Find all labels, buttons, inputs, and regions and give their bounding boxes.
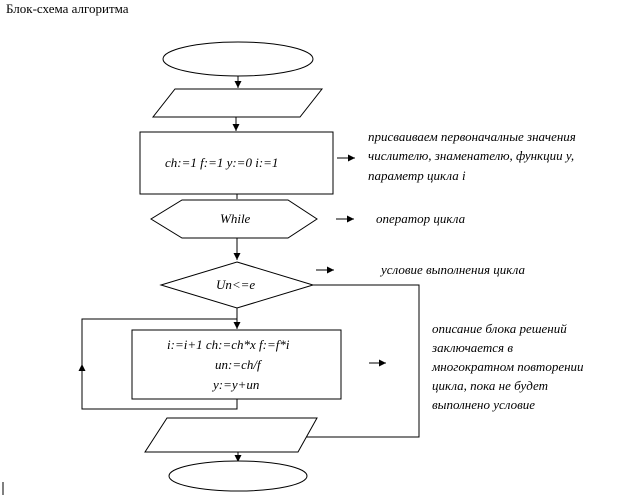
init-note-line3: параметр цикла i: [368, 168, 466, 183]
body-note-line2: заключается в: [431, 340, 513, 355]
loop-block-text: While: [220, 211, 251, 226]
loop-back-line: [81, 318, 238, 410]
input-block: [151, 88, 324, 118]
start-terminator: [162, 41, 314, 77]
condition-block-text: Un<=e: [216, 277, 255, 292]
body-note-line4: цикла, пока не будет: [432, 378, 548, 393]
output-block: [144, 417, 318, 453]
loop-block: [150, 199, 318, 239]
condition-note: условие выполнения цикла: [379, 262, 525, 277]
connector-condition-exit: [298, 284, 420, 441]
end-terminator: [168, 460, 308, 492]
body-note-line1: описание блока решений: [432, 321, 567, 336]
init-note-line2: числителю, знаменателю, функции y,: [368, 148, 574, 163]
init-block-text: ch:=1 f:=1 y:=0 i:=1: [165, 155, 278, 170]
body-block-line1: i:=i+1 ch:=ch*x f:=f*i: [167, 337, 290, 352]
init-note-line1: присваиваем первоначалные значения: [368, 129, 576, 144]
loop-note: оператор цикла: [376, 211, 466, 226]
init-process-block: [139, 131, 334, 195]
diagram-title: Блок-схема алгоритма: [6, 1, 129, 16]
body-block-line2: un:=ch/f: [215, 357, 263, 372]
body-note-line3: многократном повторении: [431, 359, 584, 374]
body-note-line5: выполнено условие: [432, 397, 535, 412]
body-block-line3: y:=y+un: [211, 377, 259, 392]
